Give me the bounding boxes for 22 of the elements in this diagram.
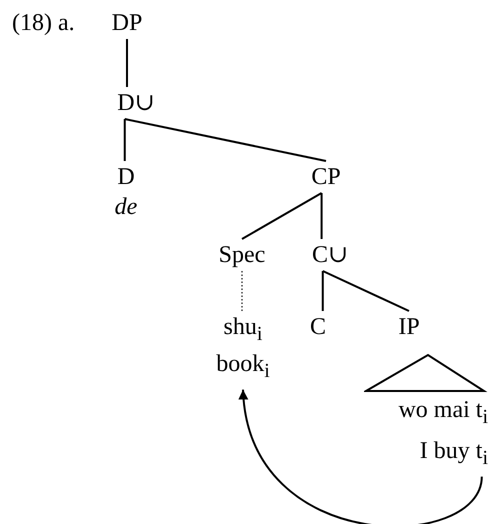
node-label: shu$_{i}$: [224, 313, 262, 347]
node-label: IP: [398, 313, 420, 342]
tree-branch: [322, 270, 410, 312]
example-number: (18) a.: [12, 9, 75, 38]
node-label: Spec: [218, 241, 266, 270]
movement-arrow: [240, 389, 483, 524]
node-label: CP: [311, 163, 341, 192]
node-label: D∪: [117, 89, 155, 118]
node-label: C∪: [312, 241, 348, 270]
tree-branch: [126, 39, 128, 87]
node-label: D: [117, 163, 135, 192]
head-word: de: [114, 193, 138, 222]
tree-branch: [242, 192, 322, 240]
tree-branch: [322, 271, 324, 311]
node-label: DP: [112, 9, 142, 38]
gloss-text: book$_{i}$: [216, 350, 270, 384]
clause-text: wo mai t$_{i}$: [397, 396, 488, 430]
tree-branch: [124, 118, 326, 162]
tree-branch: [124, 119, 126, 161]
tree-branch: [320, 193, 323, 239]
gloss-text: I buy t$_{i}$: [418, 436, 488, 471]
node-label: C: [310, 313, 326, 342]
